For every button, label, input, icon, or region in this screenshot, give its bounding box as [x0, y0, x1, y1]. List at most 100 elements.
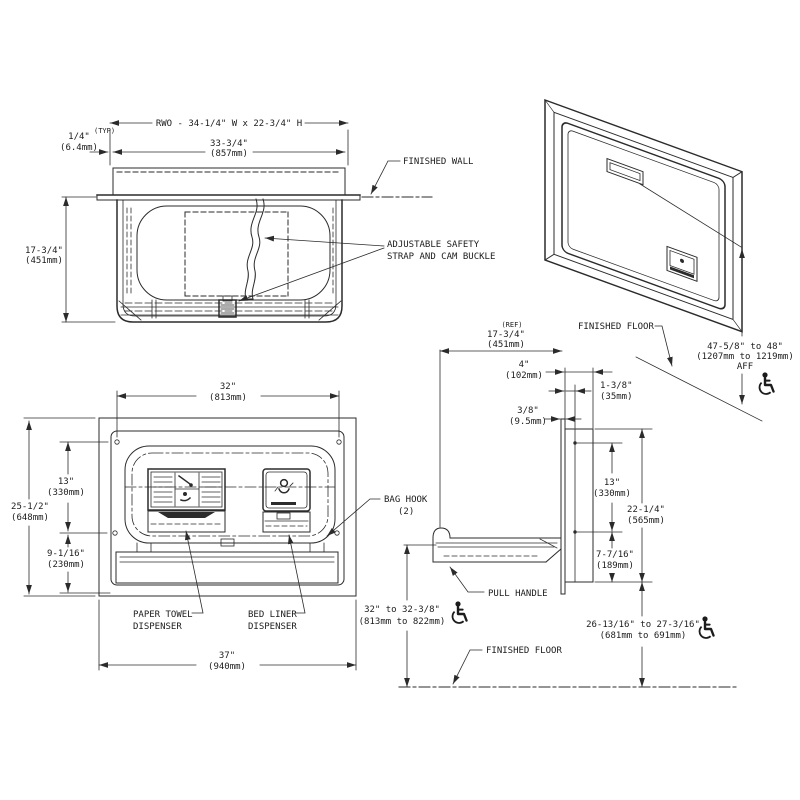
side-finished-floor-label: FINISHED FLOOR — [486, 646, 562, 656]
front-callout-bed-liner: BED LINER DISPENSER — [248, 534, 306, 632]
side-dim-lower-in: 7-7/16" — [596, 550, 634, 560]
plan-strap-band — [118, 299, 342, 321]
perspective-view: 47-5/8" to 48" (1207mm to 1219mm) AFF FI… — [544, 98, 794, 422]
side-dim-recess: 4" (102mm) — [505, 360, 613, 429]
mount-height-in: 47-5/8" to 48" — [707, 342, 783, 352]
side-dim-flange-in: 3/8" — [517, 406, 539, 416]
front-view: 32" (813mm) 13" (330mm) 25-1/2" (648mm) … — [11, 382, 428, 672]
front-mounting-screws — [112, 439, 342, 536]
bed-liner-label-line2: DISPENSER — [248, 622, 297, 632]
front-dim-height: 25-1/2" (648mm) — [11, 417, 96, 597]
front-bed-liner-panel — [262, 468, 311, 512]
front-recess-opening — [110, 430, 345, 586]
side-dim-flange-mm: (9.5mm) — [509, 417, 547, 427]
front-dim-upper-in: 13" — [58, 477, 74, 487]
side-dim-upper-in: 13" — [604, 478, 620, 488]
side-dim-flange: 3/8" (9.5mm) — [509, 406, 582, 427]
side-dim-recess-in: 4" — [519, 360, 530, 370]
perspective-door — [561, 122, 726, 310]
wheelchair-accessibility-icon — [698, 615, 715, 640]
front-dim-bed-width: 32" (813mm) — [116, 382, 340, 438]
side-dim-upper: 13" (330mm) — [576, 442, 631, 533]
instruction-text-lines — [153, 476, 221, 503]
front-dim-upper: 13" (330mm) — [47, 441, 109, 534]
side-dim-surface-in: 32" to 32-3/8" — [364, 605, 440, 615]
side-floor: FINISHED FLOOR — [398, 646, 738, 688]
side-dim-clear-in: 26-13/16" to 27-3/16" — [586, 620, 700, 630]
plan-dim-offset-in: 1/4" — [68, 132, 90, 142]
plan-dim-rwo-text: RWO - 34-1/4" W x 22-3/4" H — [156, 119, 302, 129]
side-ref-dot-lower — [573, 530, 577, 534]
plan-dim-depth-mm: (451mm) — [25, 256, 63, 266]
side-dim-lower: 7-7/16" (189mm) — [596, 531, 634, 583]
side-dim-surface-height: 32" to 32-3/8" (813mm to 822mm) — [359, 544, 468, 688]
plan-dim-width-mm: (857mm) — [210, 149, 248, 159]
front-dim-upper-mm: (330mm) — [47, 488, 85, 498]
plan-safety-strap — [244, 198, 265, 300]
finished-wall-label: FINISHED WALL — [403, 157, 473, 167]
side-dim-upper-mm: (330mm) — [593, 489, 631, 499]
strap-label-line2: STRAP AND CAM BUCKLE — [387, 252, 495, 262]
plan-callout-finished-wall: FINISHED WALL — [370, 157, 473, 195]
side-flange — [560, 418, 566, 595]
front-dim-lower: 9-1/16" (230mm) — [47, 534, 111, 594]
plan-dim-width: 33-3/4" (857mm) — [112, 139, 346, 159]
front-bed-liner-slot — [262, 511, 311, 533]
side-dim-depth-mm: (451mm) — [487, 340, 525, 350]
plan-callout-strap: ADJUSTABLE SAFETY STRAP AND CAM BUCKLE — [238, 235, 495, 302]
front-dim-lower-in: 9-1/16" — [47, 549, 85, 559]
front-dim-bed-mm: (813mm) — [209, 393, 247, 403]
side-recessed-box — [564, 428, 594, 583]
side-dim-clearance: 26-13/16" to 27-3/16" (681mm to 691mm) — [586, 581, 715, 688]
side-dim-lip-in: 1-3/8" — [600, 381, 633, 391]
side-view: (REF) 17-3/4" (451mm) 4" (102mm) 1-3/8" … — [359, 321, 738, 688]
front-dim-overall-in: 37" — [219, 651, 235, 661]
front-paper-towel-slot — [147, 510, 226, 533]
perspective-label-badge — [666, 245, 698, 283]
strap-label-line1: ADJUSTABLE SAFETY — [387, 240, 480, 250]
plan-open-bed — [116, 199, 343, 323]
side-dim-panel-in: 22-1/4" — [627, 505, 665, 515]
wheelchair-accessibility-icon — [451, 600, 468, 625]
front-callout-bag-hook: BAG HOOK (2) — [326, 495, 428, 537]
side-dim-clear-mm: (681mm to 691mm) — [600, 631, 687, 641]
bed-liner-label-line1: BED LINER — [248, 610, 297, 620]
front-dim-height-mm: (648mm) — [11, 513, 49, 523]
side-dim-lip-mm: (35mm) — [600, 392, 633, 402]
front-paper-towel-panel — [147, 468, 226, 511]
front-bed-rim — [124, 445, 336, 544]
mount-height-mm: (1207mm to 1219mm) — [696, 352, 794, 362]
side-dim-lower-mm: (189mm) — [596, 561, 634, 571]
plan-cam-buckle — [218, 295, 237, 318]
perspective-unit — [544, 98, 743, 333]
side-ref-dot-upper — [573, 441, 577, 445]
side-dim-ref: (REF) — [501, 321, 522, 329]
side-dim-recess-mm: (102mm) — [505, 371, 543, 381]
front-dim-overall: 37" (940mm) — [98, 599, 357, 672]
side-dim-lip: 1-3/8" (35mm) — [548, 381, 633, 429]
wheelchair-accessibility-icon — [758, 371, 775, 396]
side-dim-depth-in: 17-3/4" — [487, 330, 525, 340]
front-lower-tray — [115, 538, 339, 584]
plan-housing-outline — [112, 167, 346, 196]
front-dim-overall-mm: (940mm) — [208, 662, 246, 672]
side-open-bed — [432, 349, 562, 563]
bag-hook-label-line1: BAG HOOK — [384, 495, 428, 505]
plan-dim-offset-typ: (TYP) — [94, 127, 115, 135]
plan-dim-rwo: RWO - 34-1/4" W x 22-3/4" H — [109, 119, 349, 166]
plan-dim-offset: 1/4" (TYP) (6.4mm) — [60, 127, 115, 155]
front-latch — [220, 538, 235, 547]
bag-hook-label-line2: (2) — [398, 507, 414, 517]
pull-handle-label: PULL HANDLE — [488, 589, 548, 599]
perspective-dim-mounting-height: 47-5/8" to 48" (1207mm to 1219mm) AFF — [639, 183, 794, 405]
perspective-floor: FINISHED FLOOR — [578, 322, 763, 422]
front-dim-lower-mm: (230mm) — [47, 560, 85, 570]
front-dim-height-in: 25-1/2" — [11, 502, 49, 512]
plan-view: RWO - 34-1/4" W x 22-3/4" H 1/4" (TYP) (… — [25, 119, 495, 323]
side-callout-pull-handle: PULL HANDLE — [449, 566, 548, 599]
side-dim-surface-mm: (813mm to 822mm) — [359, 617, 446, 627]
paper-towel-label-line2: DISPENSER — [133, 622, 182, 632]
perspective-handle — [606, 157, 644, 186]
plan-dim-width-in: 33-3/4" — [210, 139, 248, 149]
